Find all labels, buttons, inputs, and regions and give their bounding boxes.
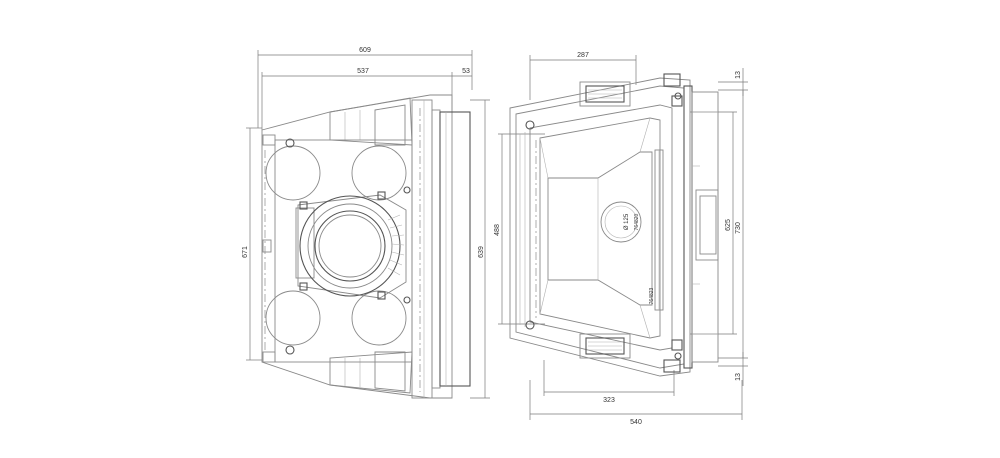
dim-13-top: 13	[718, 68, 748, 96]
pipe-circle-br	[351, 290, 407, 346]
flue-outlet: Ø 125 764820 764823	[600, 201, 655, 304]
pipe-circle-tl	[265, 145, 321, 201]
pipe-circle-bl	[265, 290, 321, 346]
dim-13-bottom-label: 13	[735, 373, 742, 381]
dim-671-label: 671	[242, 246, 249, 258]
dim-488: 488	[494, 133, 545, 325]
dim-609-label: 609	[359, 47, 371, 54]
diameter-label: Ø 125	[624, 213, 630, 230]
dim-540-label: 540	[630, 419, 642, 426]
dim-730-label: 730	[735, 222, 742, 234]
dim-540: 540	[529, 380, 743, 426]
top-vent	[579, 73, 683, 107]
dim-287-label: 287	[577, 52, 589, 59]
dim-609: 609	[257, 47, 473, 128]
dim-287: 287	[529, 52, 637, 100]
flue-collar	[295, 191, 407, 300]
left-view: 609 537 53 671 639	[242, 47, 490, 399]
model-code-label: 764820	[634, 213, 640, 230]
dim-323-label: 323	[603, 397, 615, 404]
dim-671: 671	[242, 127, 262, 361]
dim-53-label: 53	[462, 68, 470, 75]
right-body: Ø 125 764820 764823	[509, 73, 719, 377]
dim-488-label: 488	[494, 224, 501, 236]
dim-537-label: 537	[357, 68, 369, 75]
dim-13-top-label: 13	[735, 71, 742, 79]
dim-625: 625	[690, 111, 737, 335]
dim-323: 323	[543, 360, 675, 404]
left-body	[261, 94, 471, 399]
pipe-circle-tr	[351, 145, 407, 201]
dim-639-label: 639	[478, 246, 485, 258]
dim-13-bottom: 13	[718, 352, 748, 386]
right-view: 287 540 323 488 625	[494, 52, 748, 426]
dim-625-label: 625	[725, 219, 732, 231]
bottom-vent	[579, 333, 683, 373]
dim-639: 639	[470, 99, 490, 399]
model-code-bottom-label: 764823	[649, 287, 655, 304]
